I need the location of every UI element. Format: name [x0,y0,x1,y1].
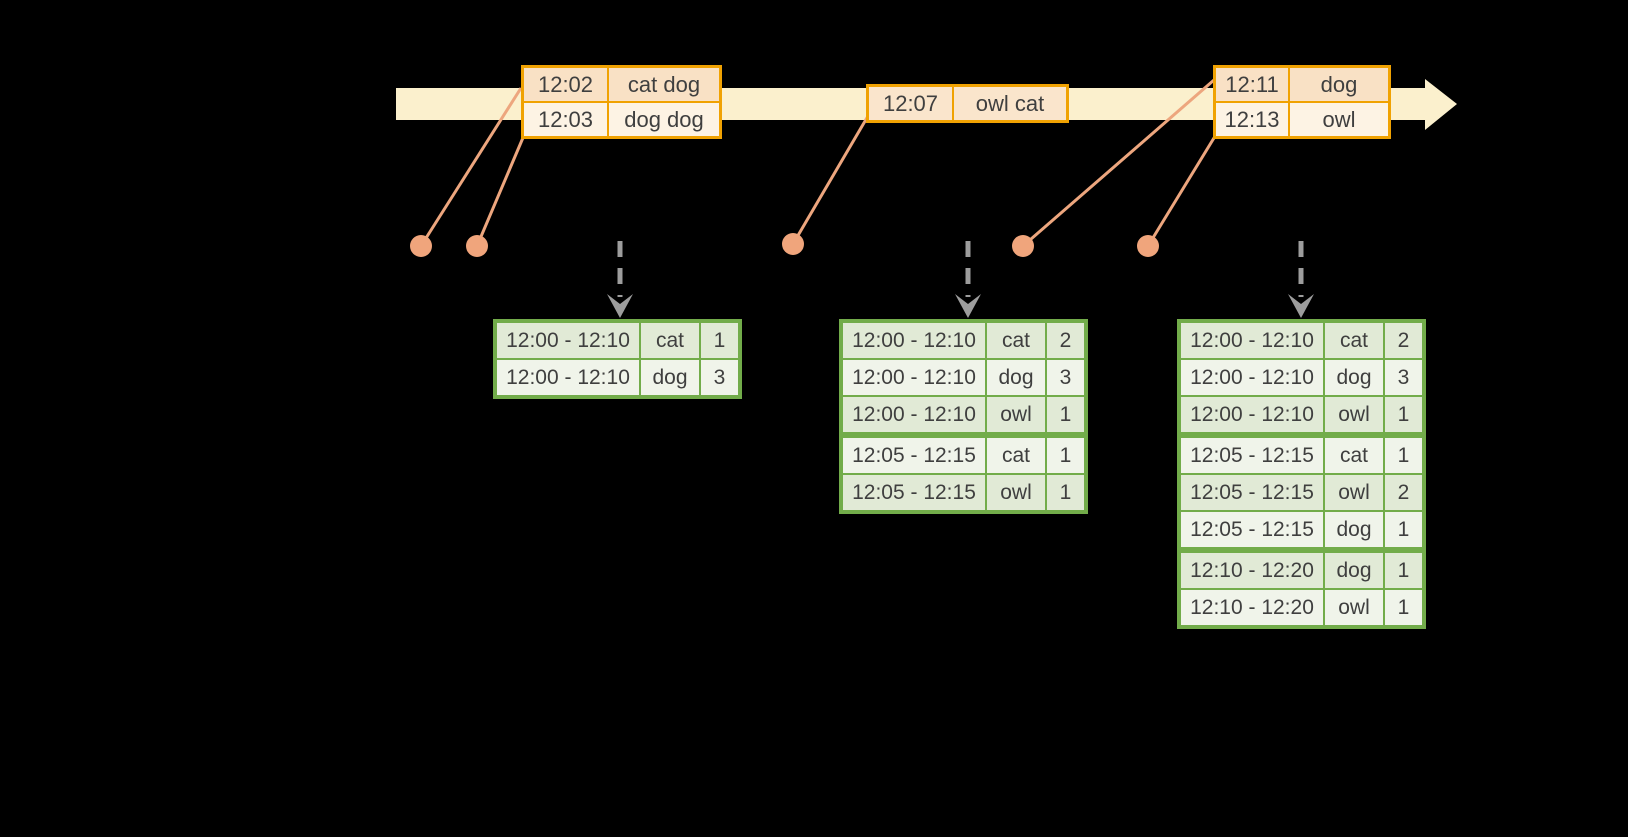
result-row: 12:00 - 12:10 owl 1 [1181,397,1422,432]
count-cell: 1 [1385,512,1422,547]
word-cell: dog [641,360,699,395]
count-cell: 1 [1047,438,1084,473]
count-cell: 1 [1385,397,1422,432]
window-cell: 12:05 - 12:15 [1181,512,1323,547]
stream-events-table-1: 12:02 cat dog 12:03 dog dog [521,65,722,139]
event-row: 12:03 dog dog [524,103,719,136]
event-dot [1012,235,1034,257]
window-cell: 12:10 - 12:20 [1181,590,1323,625]
event-words-cell: owl [1290,103,1388,136]
count-cell: 3 [1047,360,1084,395]
event-connector-line [1022,78,1215,248]
result-row: 12:05 - 12:15 cat 1 [1181,438,1422,473]
count-cell: 1 [1385,590,1422,625]
result-row: 12:05 - 12:15 owl 2 [1181,475,1422,510]
window-cell: 12:05 - 12:15 [1181,475,1323,510]
stream-events-table-3: 12:11 dog 12:13 owl [1213,65,1391,139]
result-table-2: 12:00 - 12:10 cat 2 12:00 - 12:10 dog 3 … [839,319,1088,514]
event-dot [466,235,488,257]
count-cell: 1 [1385,553,1422,588]
word-cell: dog [1325,553,1383,588]
event-words-cell: dog dog [609,103,719,136]
word-cell: owl [987,397,1045,432]
count-cell: 2 [1385,323,1422,358]
event-dot [1137,235,1159,257]
word-cell: owl [1325,590,1383,625]
result-row: 12:05 - 12:15 owl 1 [843,475,1084,510]
count-cell: 3 [1385,360,1422,395]
result-table-3: 12:00 - 12:10 cat 2 12:00 - 12:10 dog 3 … [1177,319,1426,629]
event-time-cell: 12:11 [1216,68,1288,101]
event-words-cell: owl cat [954,87,1066,120]
event-time-cell: 12:13 [1216,103,1288,136]
event-row: 12:11 dog [1216,68,1388,101]
event-words-cell: dog [1290,68,1388,101]
window-cell: 12:05 - 12:15 [1181,438,1323,473]
count-cell: 1 [1047,397,1084,432]
event-connector-line [1146,132,1219,247]
event-connector-line [419,87,523,247]
result-row: 12:10 - 12:20 dog 1 [1181,553,1422,588]
window-cell: 12:05 - 12:15 [843,475,985,510]
window-cell: 12:00 - 12:10 [843,323,985,358]
event-row: 12:07 owl cat [869,87,1066,120]
event-dot [782,233,804,255]
window-cell: 12:10 - 12:20 [1181,553,1323,588]
word-cell: dog [1325,512,1383,547]
count-cell: 2 [1385,475,1422,510]
window-cell: 12:00 - 12:10 [1181,323,1323,358]
count-cell: 2 [1047,323,1084,358]
result-row: 12:05 - 12:15 cat 1 [843,438,1084,473]
word-cell: cat [641,323,699,358]
word-cell: cat [987,323,1045,358]
stream-events-table-2: 12:07 owl cat [866,84,1069,123]
window-cell: 12:00 - 12:10 [497,360,639,395]
window-cell: 12:00 - 12:10 [843,397,985,432]
event-row: 12:13 owl [1216,103,1388,136]
trigger-down-arrow-icon [955,241,981,318]
result-table-1: 12:00 - 12:10 cat 1 12:00 - 12:10 dog 3 [493,319,742,399]
result-row: 12:00 - 12:10 owl 1 [843,397,1084,432]
window-cell: 12:00 - 12:10 [1181,360,1323,395]
count-cell: 1 [701,323,738,358]
word-cell: cat [987,438,1045,473]
window-cell: 12:00 - 12:10 [843,360,985,395]
result-row: 12:00 - 12:10 dog 3 [843,360,1084,395]
count-cell: 1 [1047,475,1084,510]
event-time-cell: 12:07 [869,87,952,120]
event-time-cell: 12:02 [524,68,607,101]
event-dot [410,235,432,257]
count-cell: 3 [701,360,738,395]
word-cell: owl [987,475,1045,510]
word-cell: cat [1325,323,1383,358]
result-row: 12:00 - 12:10 cat 1 [497,323,738,358]
word-cell: owl [1325,397,1383,432]
window-cell: 12:00 - 12:10 [497,323,639,358]
event-connector-line [475,132,527,247]
event-words-cell: cat dog [609,68,719,101]
result-row: 12:00 - 12:10 cat 2 [1181,323,1422,358]
result-row: 12:05 - 12:15 dog 1 [1181,512,1422,547]
result-row: 12:10 - 12:20 owl 1 [1181,590,1422,625]
window-cell: 12:00 - 12:10 [1181,397,1323,432]
result-row: 12:00 - 12:10 dog 3 [497,360,738,395]
window-cell: 12:05 - 12:15 [843,438,985,473]
word-cell: dog [1325,360,1383,395]
count-cell: 1 [1385,438,1422,473]
word-cell: cat [1325,438,1383,473]
word-cell: owl [1325,475,1383,510]
event-time-cell: 12:03 [524,103,607,136]
result-row: 12:00 - 12:10 cat 2 [843,323,1084,358]
word-cell: dog [987,360,1045,395]
trigger-down-arrow-icon [607,241,633,318]
trigger-down-arrow-icon [1288,241,1314,318]
result-row: 12:00 - 12:10 dog 3 [1181,360,1422,395]
event-connector-line [791,115,870,245]
event-row: 12:02 cat dog [524,68,719,101]
